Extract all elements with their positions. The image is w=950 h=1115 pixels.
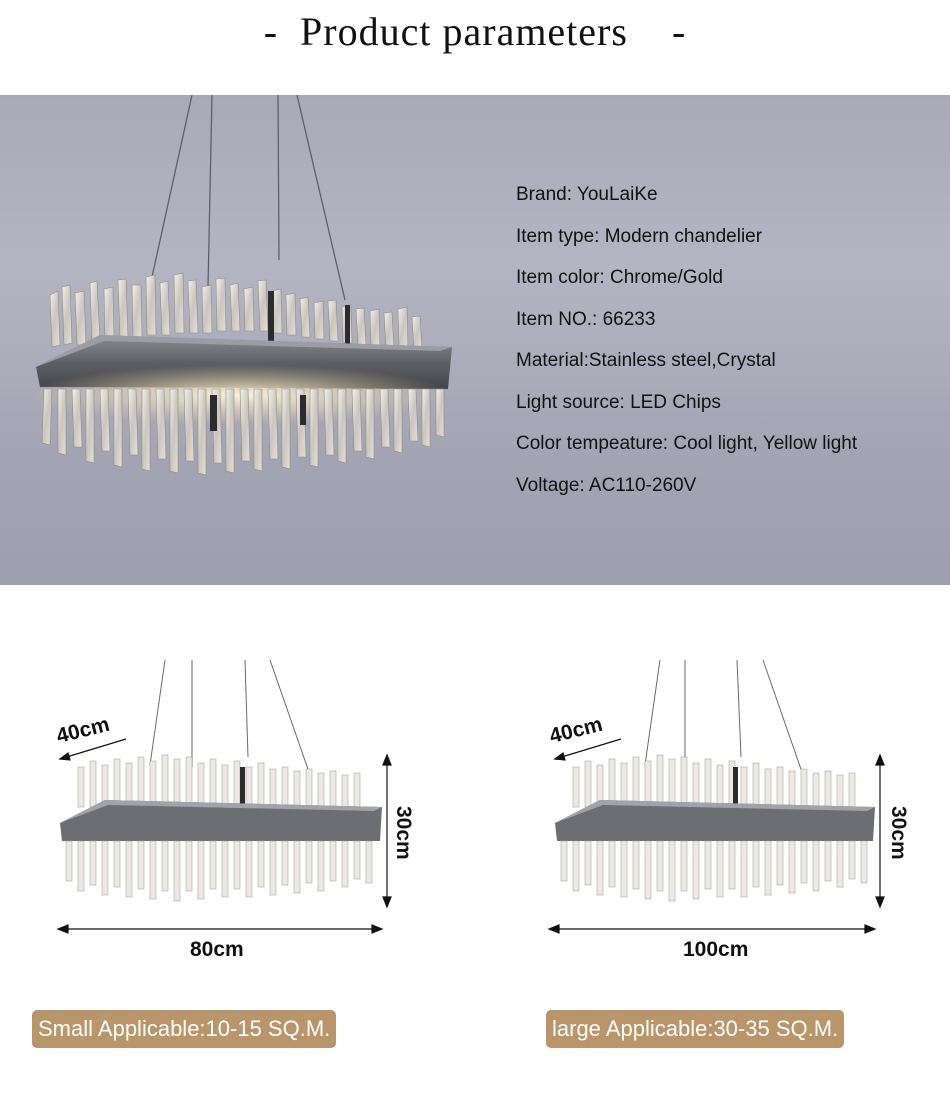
param-item-color: Item color: Chrome/Gold [516, 267, 723, 288]
large-width-label: 100cm [683, 938, 749, 961]
parameter-list: Brand: YouLaiKe Item type: Modern chande… [516, 183, 946, 515]
param-light-source: Light source: LED Chips [516, 391, 721, 413]
param-brand: Brand: YouLaiKe [516, 184, 658, 205]
param-voltage: Voltage: AC110-260V [516, 474, 697, 496]
param-item-no: Item NO.: 66233 [516, 308, 656, 330]
large-applicable-badge: large Applicable:30-35 SQ.M. [546, 1010, 845, 1048]
chandelier-image [30, 95, 452, 476]
small-height-label: 30cm [392, 806, 415, 860]
small-width-label: 80cm [190, 938, 244, 961]
param-material: Material:Stainless steel,Crystal [516, 350, 776, 371]
dimension-arrow [547, 738, 885, 934]
large-height-label: 30cm [887, 806, 910, 860]
chandelier-small-image [56, 659, 392, 934]
small-applicable-badge: Small Applicable:10-15 SQ.M. [32, 1010, 337, 1048]
param-color-temperature: Color tempeature: Cool light, Yellow lig… [516, 433, 858, 454]
hero-section [0, 95, 950, 585]
chandelier-large-image [547, 659, 885, 934]
param-item-type: Item type: Modern chandelier [516, 225, 763, 247]
dimension-arrow [56, 738, 392, 934]
page-title: - Product parameters - [263, 9, 687, 54]
